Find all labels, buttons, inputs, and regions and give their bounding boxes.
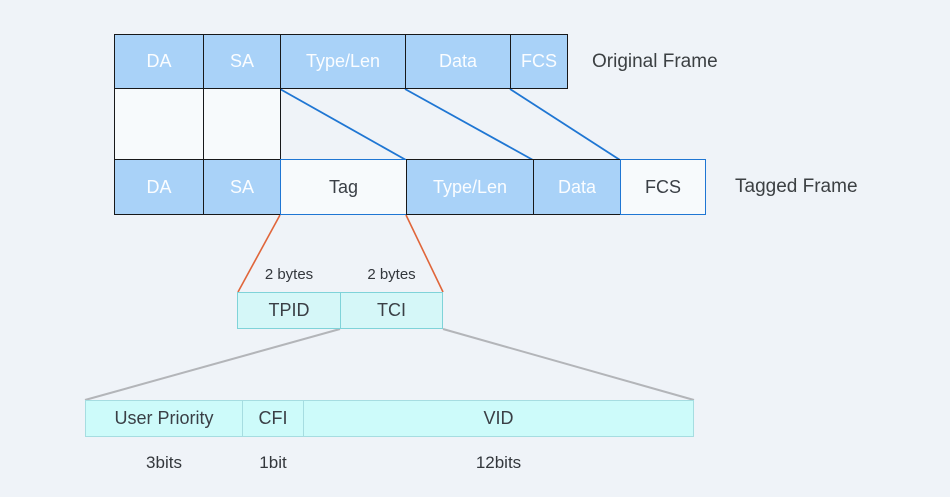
tagged-frame-cell-da: DA bbox=[114, 159, 204, 215]
tagged-frame-label: Tagged Frame bbox=[735, 176, 858, 197]
tagged-frame-cell-fcs: FCS bbox=[620, 159, 706, 215]
tagged-frame-cell-sa: SA bbox=[203, 159, 281, 215]
tpid-size-label: 2 bytes bbox=[264, 266, 314, 283]
tci-field-vid: VID bbox=[303, 400, 694, 437]
vid-bits-label: 12bits bbox=[475, 453, 522, 472]
original-frame-cell-da: DA bbox=[114, 34, 204, 89]
tci-field-user-priority: User Priority bbox=[85, 400, 243, 437]
original-frame-label: Original Frame bbox=[592, 50, 718, 72]
user-priority-bits-label: 3bits bbox=[146, 453, 182, 472]
tag-field-tpid: TPID bbox=[237, 292, 341, 329]
tci-expansion-lines bbox=[84, 328, 695, 401]
tagged-frame-cell-typelen: Type/Len bbox=[406, 159, 534, 215]
tci-size-label: 2 bytes bbox=[367, 266, 416, 283]
spacer-cell-sa-column bbox=[203, 88, 281, 160]
tag-field-tci: TCI bbox=[340, 292, 443, 329]
original-frame-cell-data: Data bbox=[405, 34, 511, 89]
tagged-frame-cell-tag: Tag bbox=[280, 159, 407, 215]
original-frame-cell-fcs-crossed: FCS bbox=[510, 34, 568, 89]
frame-shift-lines bbox=[279, 88, 621, 161]
original-frame-cell-typelen: Type/Len bbox=[280, 34, 406, 89]
tci-field-cfi: CFI bbox=[242, 400, 304, 437]
original-frame-cell-sa: SA bbox=[203, 34, 281, 89]
tagged-frame-cell-data: Data bbox=[533, 159, 621, 215]
spacer-cell-da-column bbox=[114, 88, 204, 160]
cfi-bits-label: 1bit bbox=[259, 453, 287, 472]
